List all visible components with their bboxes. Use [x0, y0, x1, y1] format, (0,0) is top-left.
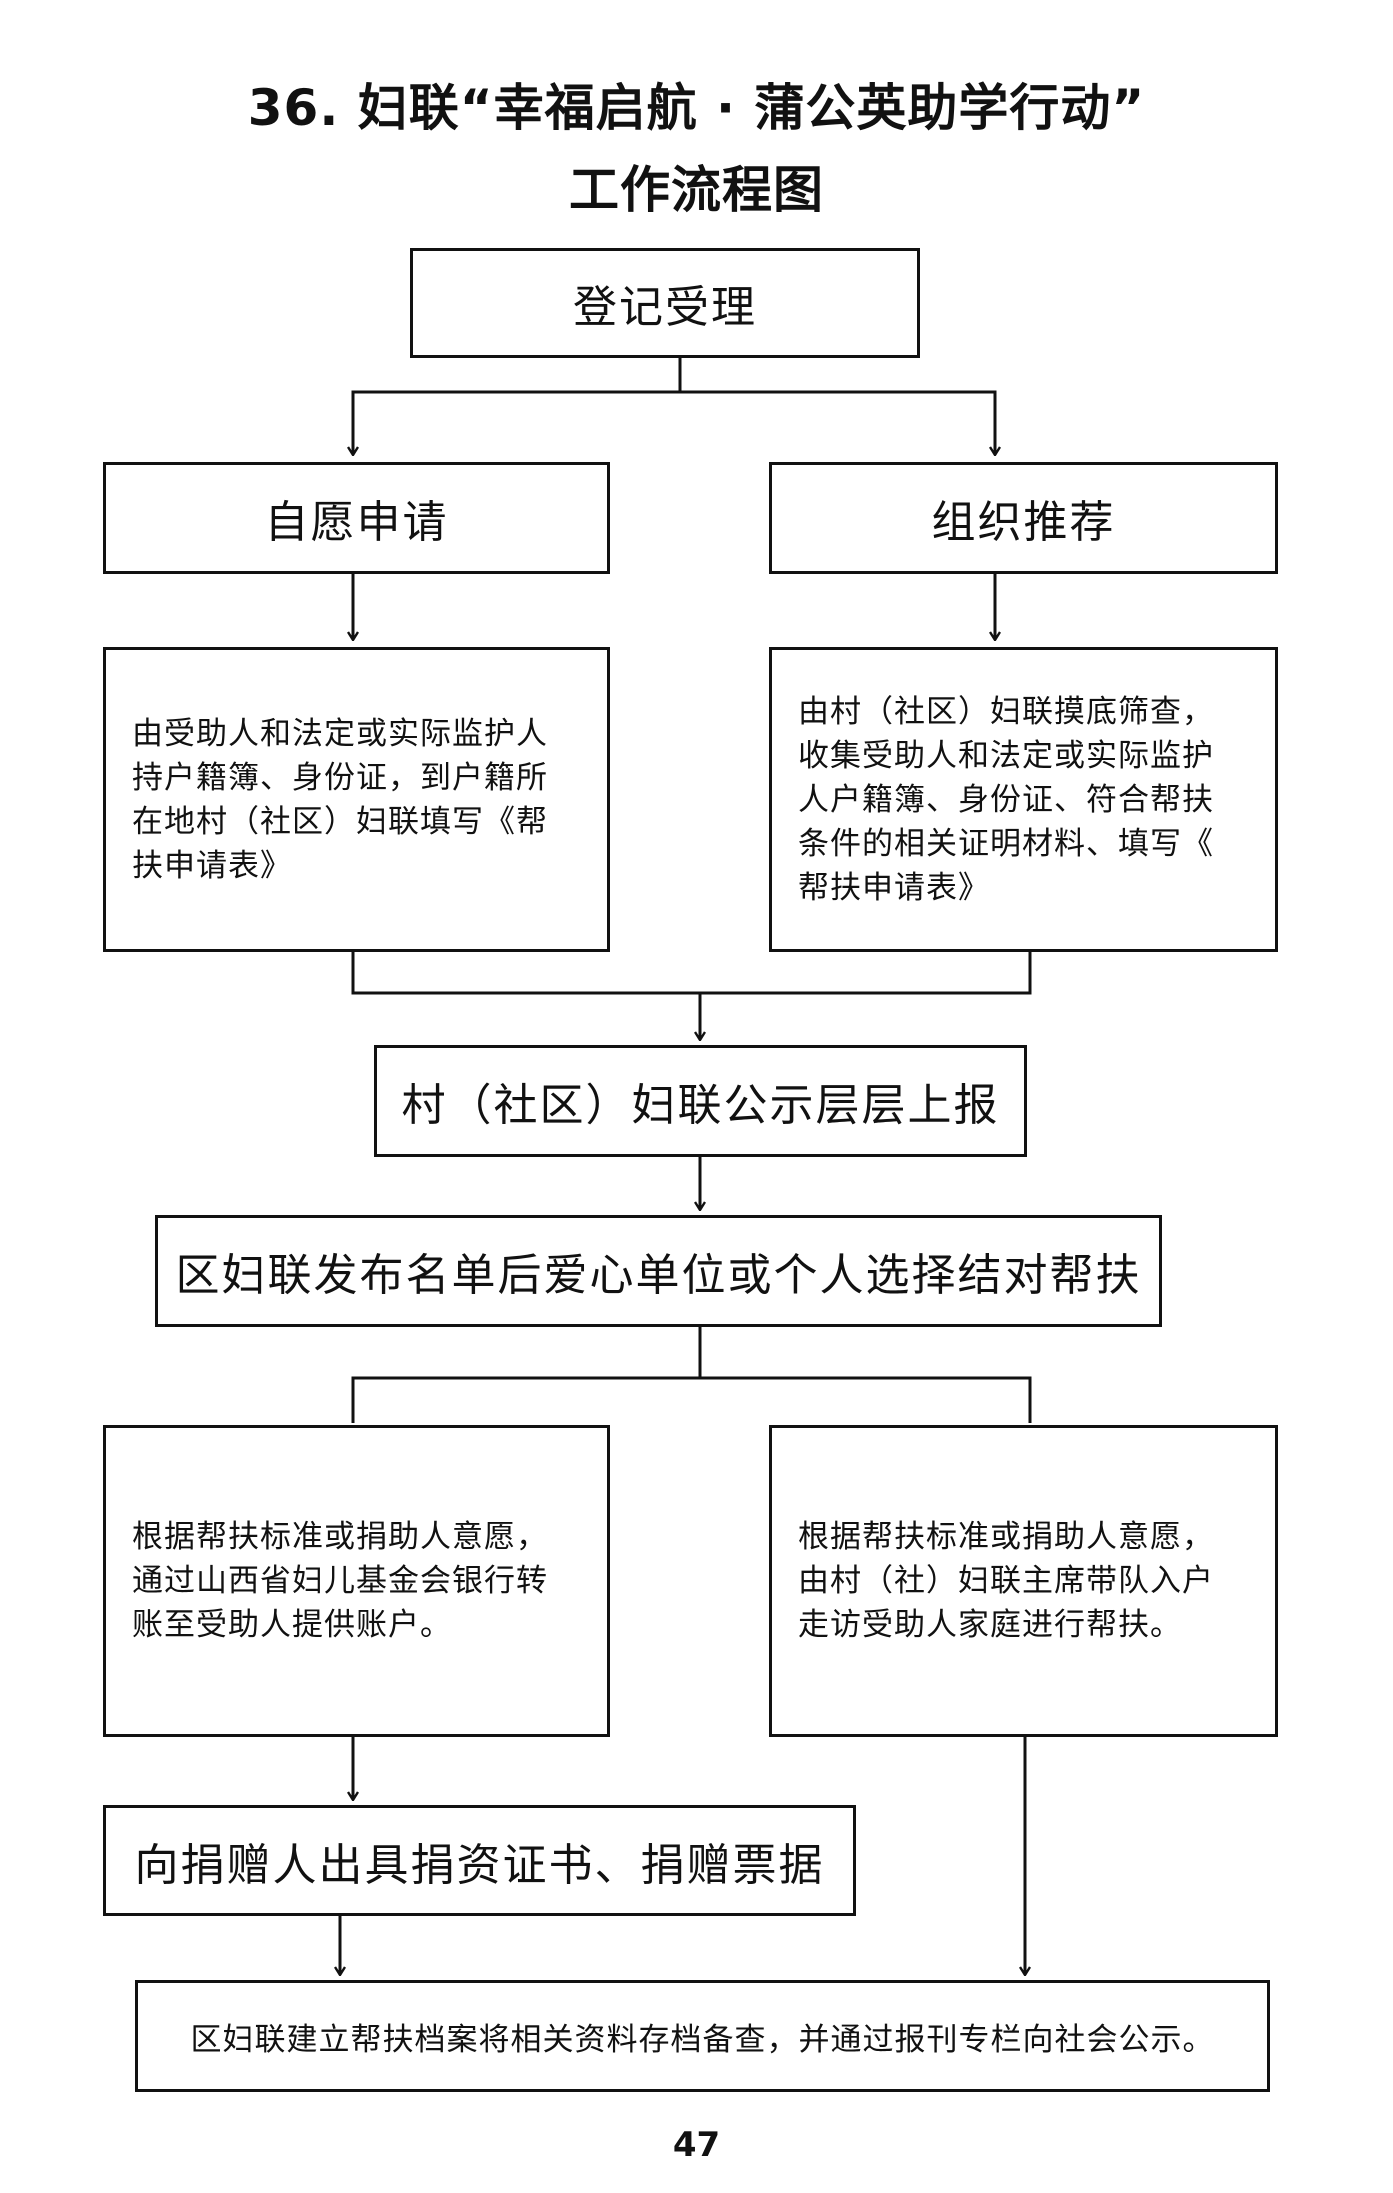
node-village-publicity: 村（社区）妇联公示层层上报 — [374, 1045, 1027, 1157]
connector-merge — [351, 950, 1032, 995]
node-voluntary-application: 自愿申请 — [103, 462, 610, 574]
page-subtitle: 工作流程图 — [569, 161, 824, 219]
node-archive-publicity: 区妇联建立帮扶档案将相关资料存档备查，并通过报刊专栏向社会公示。 — [135, 1980, 1270, 2092]
node-voluntary-detail: 由受助人和法定或实际监护人 持户籍簿、身份证，到户籍所 在地村（社区）妇联填写《… — [103, 647, 610, 952]
node-organization-recommendation: 组织推荐 — [769, 462, 1278, 574]
node-registration: 登记受理 — [410, 248, 920, 358]
page-title: 36. 妇联“幸福启航 · 蒲公英助学行动” — [247, 79, 1146, 137]
connector-registration-split — [353, 356, 682, 455]
connector-registration-right — [680, 390, 995, 455]
node-district-release: 区妇联发布名单后爱心单位或个人选择结对帮扶 — [155, 1215, 1162, 1327]
node-certificate-issue: 向捐赠人出具捐资证书、捐赠票据 — [103, 1805, 856, 1916]
node-organization-detail: 由村（社区）妇联摸底筛查， 收集受助人和法定或实际监护 人户籍簿、身份证、符合帮… — [769, 647, 1278, 952]
node-home-visit-detail: 根据帮扶标准或捐助人意愿， 由村（社）妇联主席带队入户 走访受助人家庭进行帮扶。 — [769, 1425, 1278, 1737]
page-number: 47 — [672, 2125, 721, 2165]
node-bank-transfer-detail: 根据帮扶标准或捐助人意愿， 通过山西省妇儿基金会银行转 账至受助人提供账户。 — [103, 1425, 610, 1737]
